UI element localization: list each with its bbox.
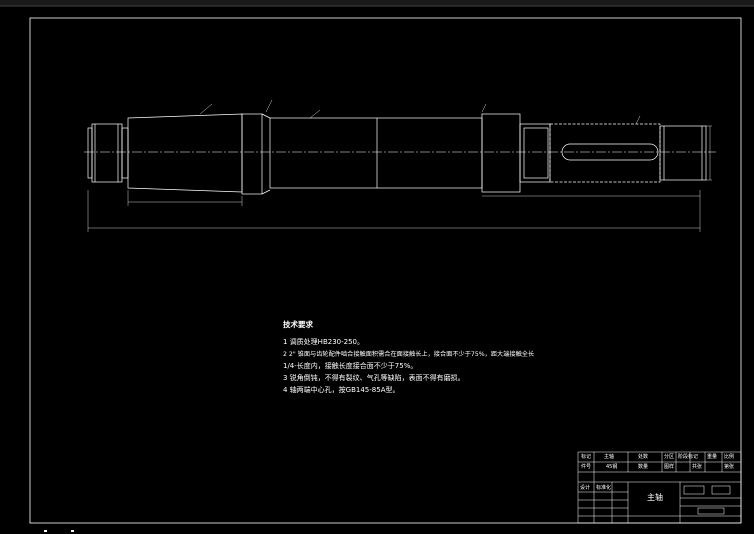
tb-cell-material: 45钢: [606, 464, 618, 470]
keyway-slot: [561, 143, 659, 161]
tech-requirements-title: 技术要求: [283, 320, 313, 329]
tb-cell-stage: 阶段标记: [678, 454, 699, 460]
right-collar-3: [523, 127, 549, 179]
taper-shoulder: [241, 113, 263, 195]
right-thread-section: [659, 125, 707, 181]
tapered-section: [127, 113, 243, 193]
tech-requirement-line-1: 1 调质处理HB230-250。: [283, 338, 364, 346]
tech-requirement-line-4: 3 锐角倒钝，不得有裂纹、气孔等缺陷，表面不得有磨损。: [283, 374, 465, 382]
title-block: [577, 451, 742, 524]
corner-marks: [44, 530, 74, 532]
tech-requirement-line-5: 4 轴两端中心孔，按GB145-85A型。: [283, 386, 400, 394]
tech-requirement-line-2: 2 2" 锥面与齿轮配件啮合接触面积需合在面接触长上，接合面不少于75%，距大端…: [283, 351, 535, 358]
tech-requirement-line-3: 1/4-长度内，接触长度接合面不少于75%。: [283, 362, 418, 370]
left-thread-section: [91, 123, 123, 183]
tb-cell-weight: 重量: [707, 454, 718, 460]
tb-part-name: 主轴: [647, 493, 663, 502]
dimension-lines: [87, 99, 712, 232]
tb-cell-partno: 件号: [581, 464, 592, 470]
main-body: [269, 117, 483, 189]
tb-cell-standard: 标准化: [596, 485, 612, 491]
left-collar: [121, 127, 129, 179]
right-collar-1: [481, 113, 521, 193]
tb-cell-name: 主轴: [604, 454, 615, 460]
tb-cell-mark: 标记: [581, 454, 592, 460]
keyway-section: [549, 123, 661, 183]
tb-cell-drawing: 图样: [664, 464, 675, 470]
tb-cell-total-sheets: 共张: [692, 464, 703, 470]
tb-cell-count: 处数: [638, 454, 649, 460]
top-strip: [0, 0, 754, 6]
shaft-drawing: [84, 113, 716, 195]
tb-cell-qty: 数量: [638, 464, 649, 470]
tb-cell-scale: 比例: [724, 454, 735, 460]
drawing-frame: [29, 17, 742, 524]
tb-cell-zone: 分区: [664, 454, 675, 460]
tb-cell-design: 设计: [580, 485, 591, 491]
tb-cell-sheet-no: 第张: [724, 464, 735, 470]
right-collar-2: [519, 123, 551, 183]
